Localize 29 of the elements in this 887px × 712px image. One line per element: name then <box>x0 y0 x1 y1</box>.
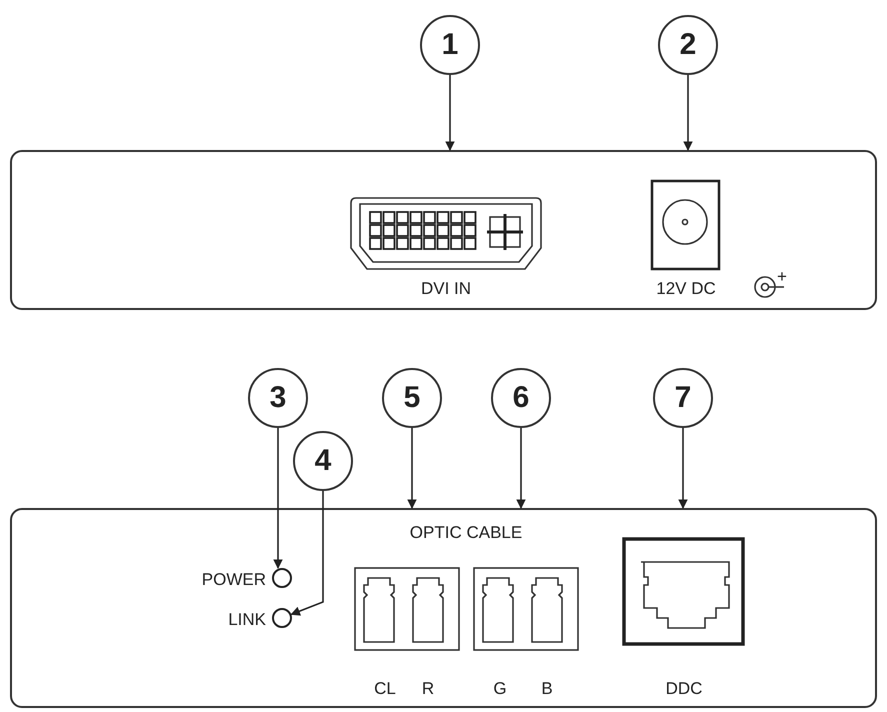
port-label: B <box>541 680 553 697</box>
callout-number: 7 <box>653 368 713 428</box>
led-indicator <box>272 608 292 628</box>
port-label: OPTIC CABLE <box>410 524 522 541</box>
callout-number: 1 <box>420 15 480 75</box>
led-indicator <box>272 568 292 588</box>
port-label: G <box>493 680 507 697</box>
port-label: R <box>422 680 434 697</box>
leader-line <box>407 428 417 509</box>
port-label: + <box>777 268 787 285</box>
leader-line <box>678 428 688 509</box>
callout-number: 2 <box>658 15 718 75</box>
device-panel <box>10 150 877 310</box>
device-panel <box>10 508 877 708</box>
leader-line <box>290 491 324 616</box>
callout-number: 6 <box>491 368 551 428</box>
callout-number: 5 <box>382 368 442 428</box>
port-label: POWER <box>202 571 266 588</box>
port-label: 12V DC <box>656 280 716 297</box>
leader-line <box>516 428 526 509</box>
leader-line <box>683 75 693 151</box>
port-label: DDC <box>666 680 702 697</box>
callout-number: 3 <box>248 368 308 428</box>
leader-line <box>445 75 455 151</box>
callout-number: 4 <box>293 431 353 491</box>
port-label: DVI IN <box>420 280 472 297</box>
leader-line <box>273 428 283 569</box>
port-label: LINK <box>228 611 266 628</box>
port-label: CL <box>374 680 396 697</box>
